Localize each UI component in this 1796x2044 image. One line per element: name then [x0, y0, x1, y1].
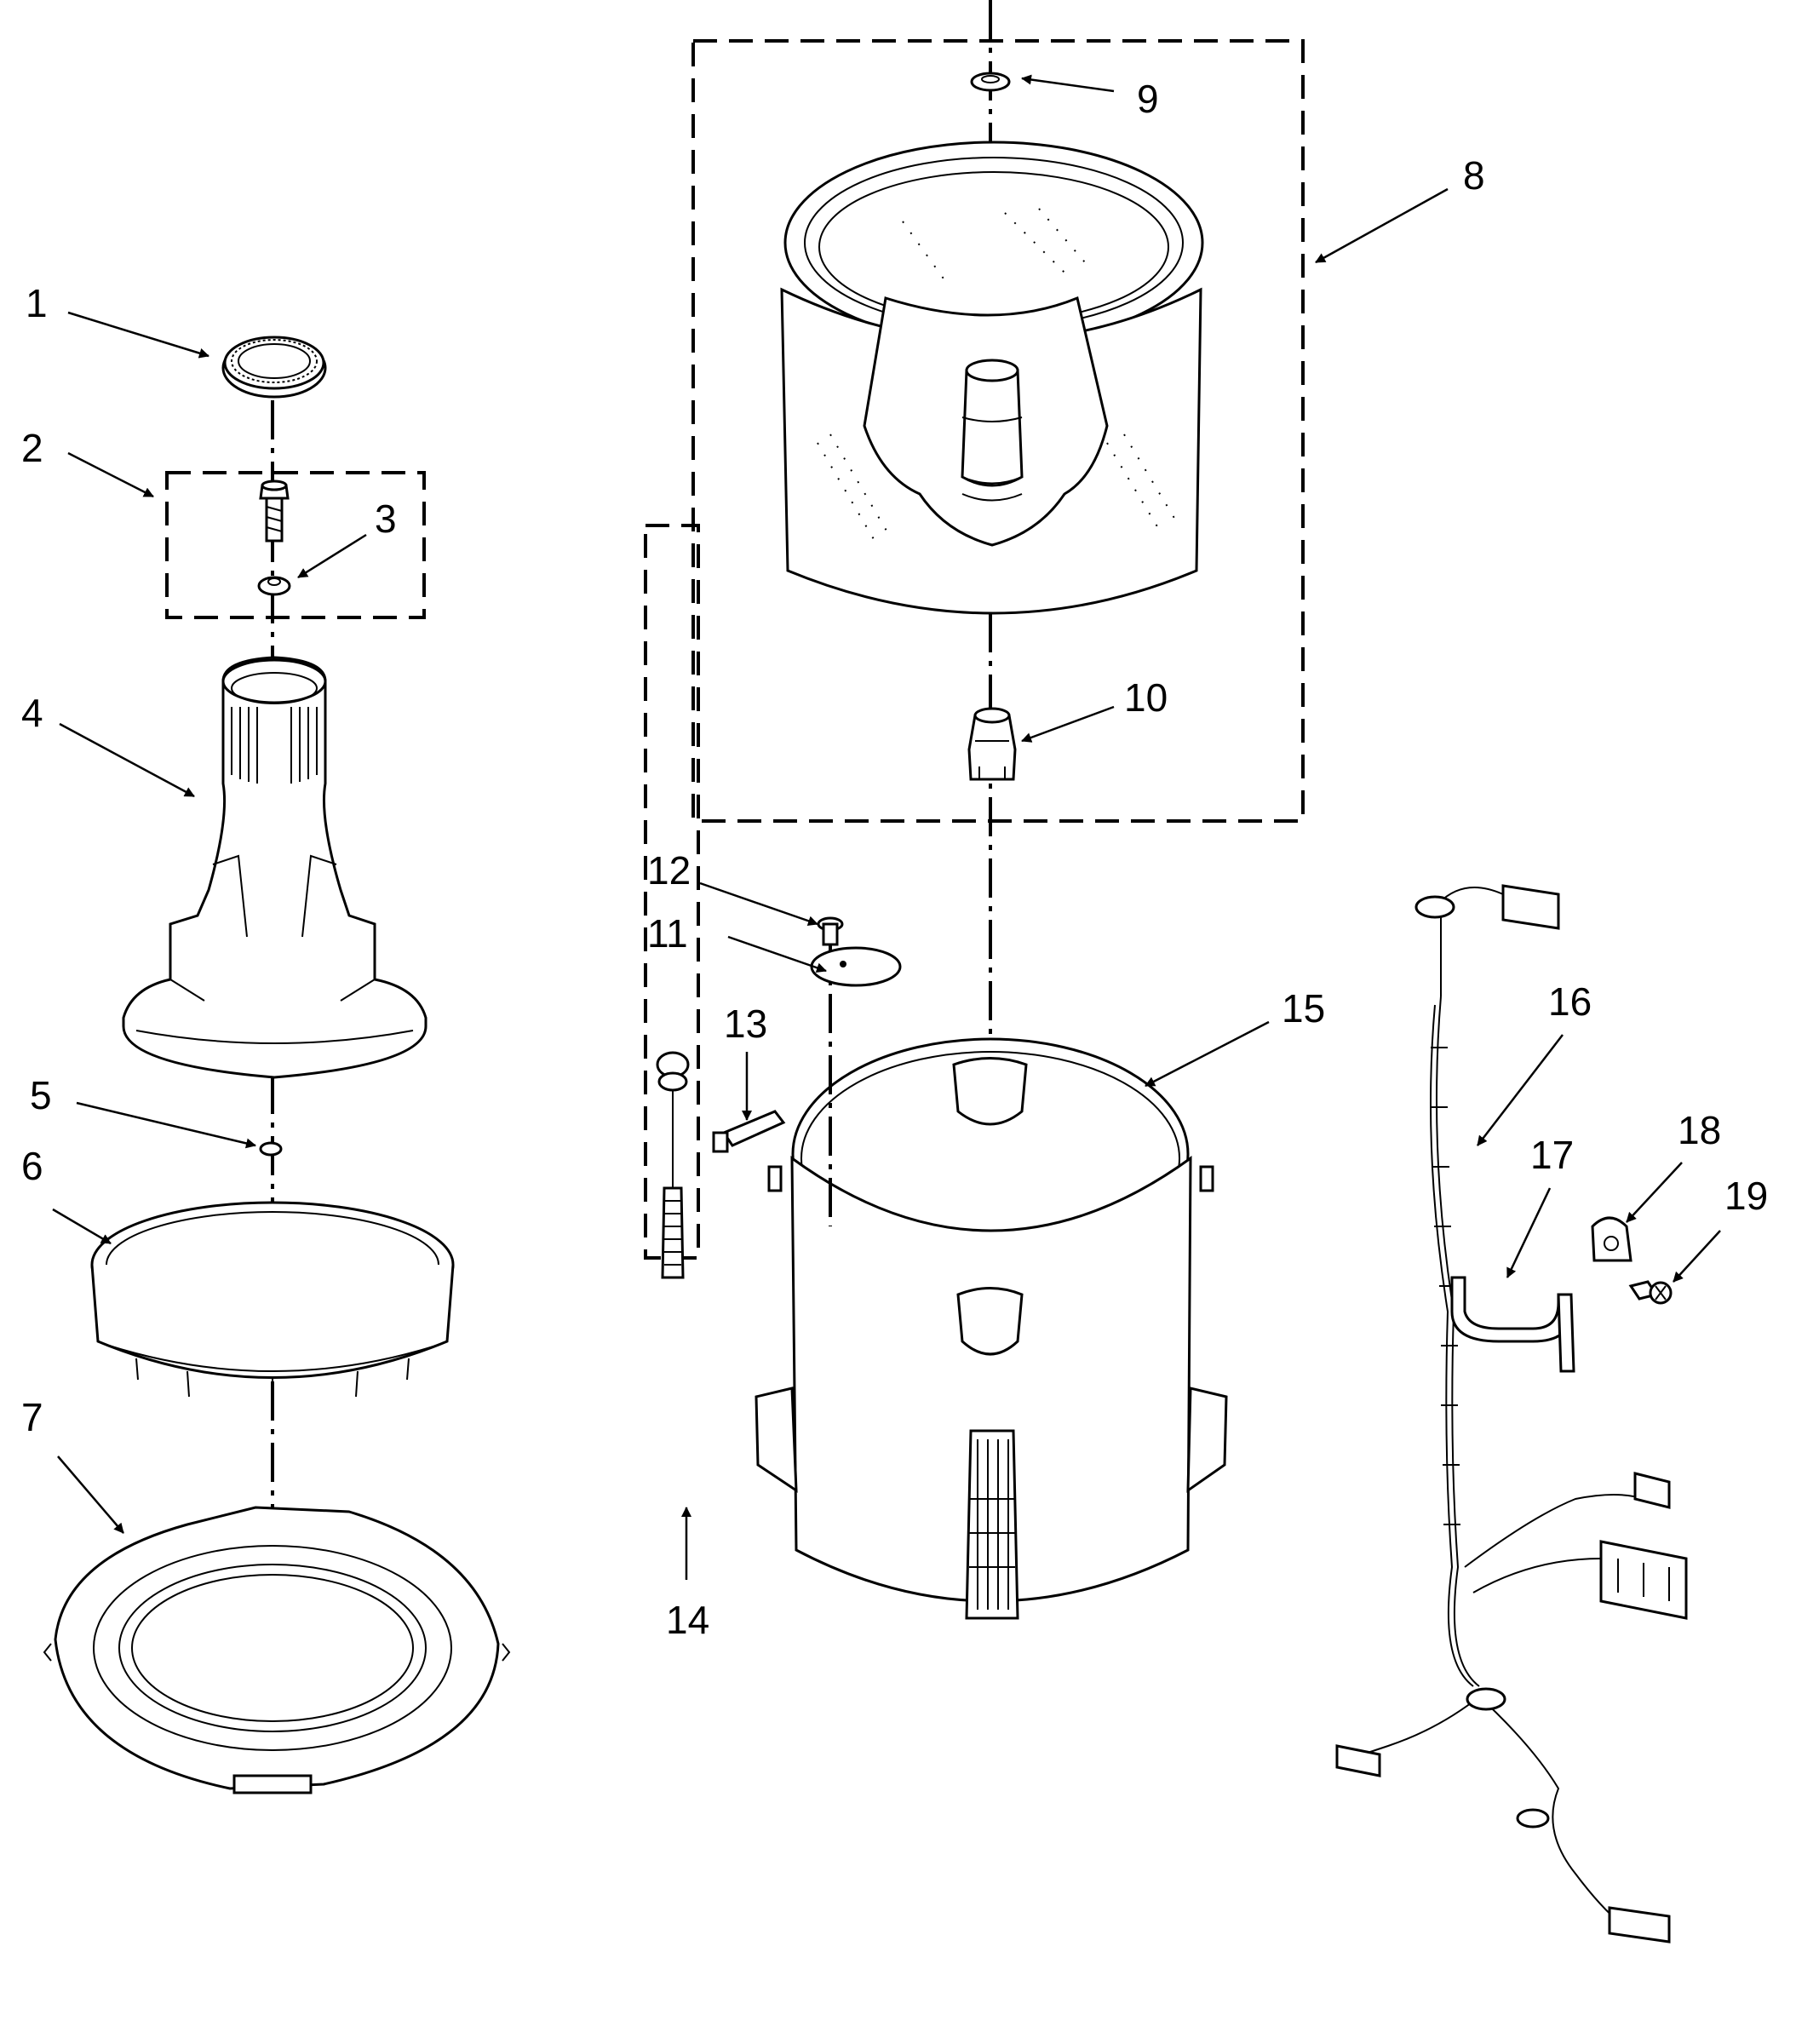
- callout-13: 13: [724, 1002, 767, 1046]
- callout-7: 7: [21, 1395, 43, 1439]
- part-agitator-bolt: [259, 479, 290, 543]
- part-bracket: [712, 1110, 786, 1153]
- callout-18: 18: [1678, 1108, 1721, 1152]
- part-screw-small: [1628, 1280, 1673, 1305]
- part-tub-ring: [43, 1506, 511, 1794]
- callout-16: 16: [1548, 979, 1592, 1024]
- leader-lines: [52, 74, 1721, 1580]
- part-washer: [257, 576, 291, 596]
- callout-19: 19: [1724, 1174, 1768, 1218]
- part-wiring-harness: [1335, 884, 1688, 1944]
- part-hose-assembly: [656, 1051, 690, 1279]
- assembly-box-14: [644, 524, 700, 1260]
- part-screw: [817, 916, 844, 946]
- part-basket-nut: [970, 72, 1011, 92]
- callout-11: 11: [647, 911, 688, 956]
- part-clamp: [1591, 1216, 1632, 1262]
- part-outer-tub: [755, 1037, 1228, 1620]
- callout-4: 4: [21, 691, 43, 735]
- part-agitator: [122, 656, 427, 1079]
- part-balance-ring: [90, 1201, 455, 1404]
- callout-12: 12: [647, 848, 691, 893]
- callout-14: 14: [666, 1598, 709, 1642]
- part-cover: [810, 946, 902, 987]
- callout-15: 15: [1282, 986, 1325, 1031]
- callout-5: 5: [30, 1073, 52, 1117]
- callout-1: 1: [26, 281, 48, 325]
- callout-9: 9: [1137, 77, 1159, 121]
- callout-3: 3: [375, 497, 397, 541]
- part-drive-bell: [967, 707, 1017, 781]
- callout-2: 2: [21, 426, 43, 470]
- callout-10: 10: [1124, 675, 1168, 720]
- assembly-box-8: [691, 39, 1305, 823]
- part-agitator-cap: [221, 336, 327, 399]
- callout-6: 6: [21, 1144, 43, 1188]
- part-drain-hose: [1450, 1276, 1575, 1373]
- callout-17: 17: [1530, 1133, 1574, 1177]
- part-small-washer: [259, 1141, 283, 1157]
- callout-8: 8: [1463, 153, 1485, 198]
- part-wash-basket: [780, 141, 1204, 615]
- assembly-box-2: [165, 471, 426, 619]
